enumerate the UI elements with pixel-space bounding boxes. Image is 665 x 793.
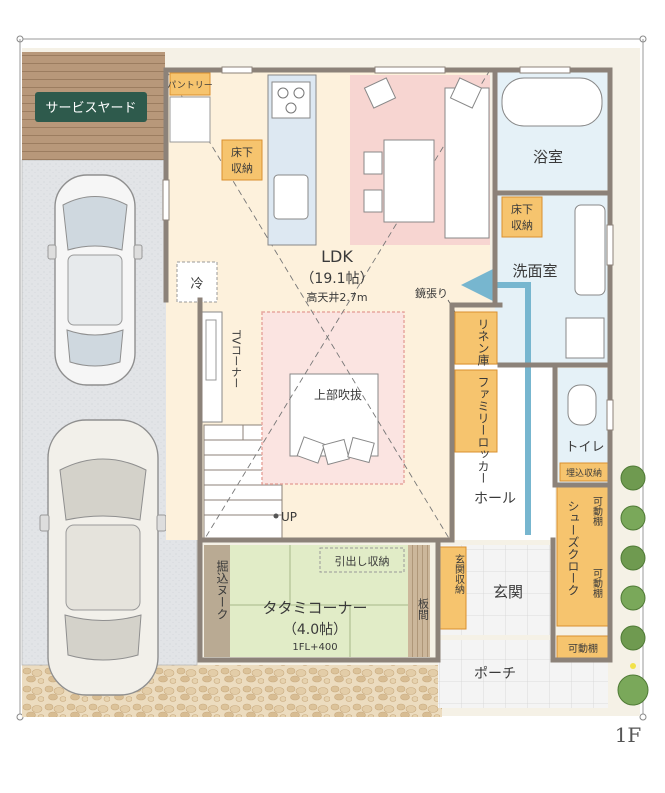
tatami-label: タタミコーナー: [262, 599, 367, 617]
mirror-label: 鏡張り: [415, 286, 448, 300]
underfloor-wash-label-1: 床下: [511, 202, 533, 216]
service-yard-badge: [35, 92, 147, 122]
linen-label: リネン庫: [476, 318, 490, 367]
circulation-arrow: [461, 267, 531, 535]
cushions: [296, 436, 375, 466]
underfloor-kitchen-label-1: 床下: [231, 145, 253, 159]
drawer-storage-label: 引出し収納: [335, 554, 390, 568]
entrance-label: 玄関: [493, 583, 523, 601]
fridge-label: 冷: [190, 277, 203, 292]
atrium-label: 上部吹抜: [314, 387, 362, 402]
car-upper: [47, 174, 143, 386]
bath-label: 浴室: [533, 148, 563, 166]
movable-shelf-2-label: 可動棚: [591, 568, 603, 599]
tatami-floor: [230, 545, 408, 657]
board-alcove-floor: [408, 545, 430, 657]
dining-set: [363, 77, 490, 239]
toilet-bowl: [567, 384, 597, 426]
site-marker: [639, 713, 647, 721]
car-lower: [39, 419, 167, 696]
underfloor-wash-box: [501, 196, 543, 238]
fridge-box: [176, 261, 218, 303]
floor-label: 1F: [615, 723, 642, 747]
hall-label: ホール: [474, 491, 516, 507]
ldk-diagonals: [165, 69, 491, 541]
up-marker: [273, 513, 279, 519]
board-alcove-label: 板間: [417, 597, 430, 621]
underfloor-kitchen-box: [221, 139, 263, 181]
linen-box: [454, 311, 498, 365]
toilet-storage-label: 埋込収納: [566, 467, 602, 479]
pantry-shelves: [169, 96, 211, 143]
ldk-label: LDK: [321, 247, 353, 266]
washing-machine: [565, 317, 605, 359]
tatami-mats: [230, 545, 408, 657]
sunken-nook-label: 掘込ヌーク: [215, 559, 229, 620]
shoes-cloak-label: シューズクローク: [566, 500, 580, 596]
up-label: UP: [281, 510, 297, 524]
kitchen-counter: [267, 74, 317, 246]
windows: [162, 66, 614, 431]
toilet-label: トイレ: [565, 440, 604, 455]
movable-shelf-3-label: 可動棚: [568, 642, 598, 655]
tv-corner-label: TVコーナー: [230, 329, 243, 388]
family-locker-label: ファミリーロッカー: [476, 376, 490, 484]
family-locker-box: [454, 369, 498, 453]
pantry-label: パントリー: [167, 80, 212, 91]
underfloor-wash-label-2: 収納: [511, 219, 533, 232]
sunken-nook-floor: [204, 545, 230, 657]
tv-unit: [205, 319, 217, 381]
porch-label: ポーチ: [474, 666, 516, 682]
ldk-ceiling-label: 高天井2.7m: [306, 290, 367, 304]
washbasin-counter: [574, 204, 606, 296]
movable-shelf-1-label: 可動棚: [591, 496, 603, 527]
trees: [617, 465, 649, 706]
underfloor-kitchen-label-2: 収納: [231, 162, 253, 175]
ldk-size-label: （19.1帖）: [300, 271, 373, 287]
bathtub: [501, 77, 603, 127]
washroom-label: 洗面室: [512, 262, 557, 280]
entrance-storage-box: [437, 546, 467, 630]
service-yard-label: サービスヤード: [45, 101, 136, 116]
tatami-level-label: 1FL+400: [292, 642, 337, 653]
drawer-storage-box: [319, 547, 405, 573]
pantry-box: [169, 72, 211, 96]
tatami-size-label: （4.0帖）: [283, 622, 347, 638]
entrance-storage-label: 玄関収納: [453, 553, 465, 595]
shoes-cloak-box: [556, 485, 610, 627]
